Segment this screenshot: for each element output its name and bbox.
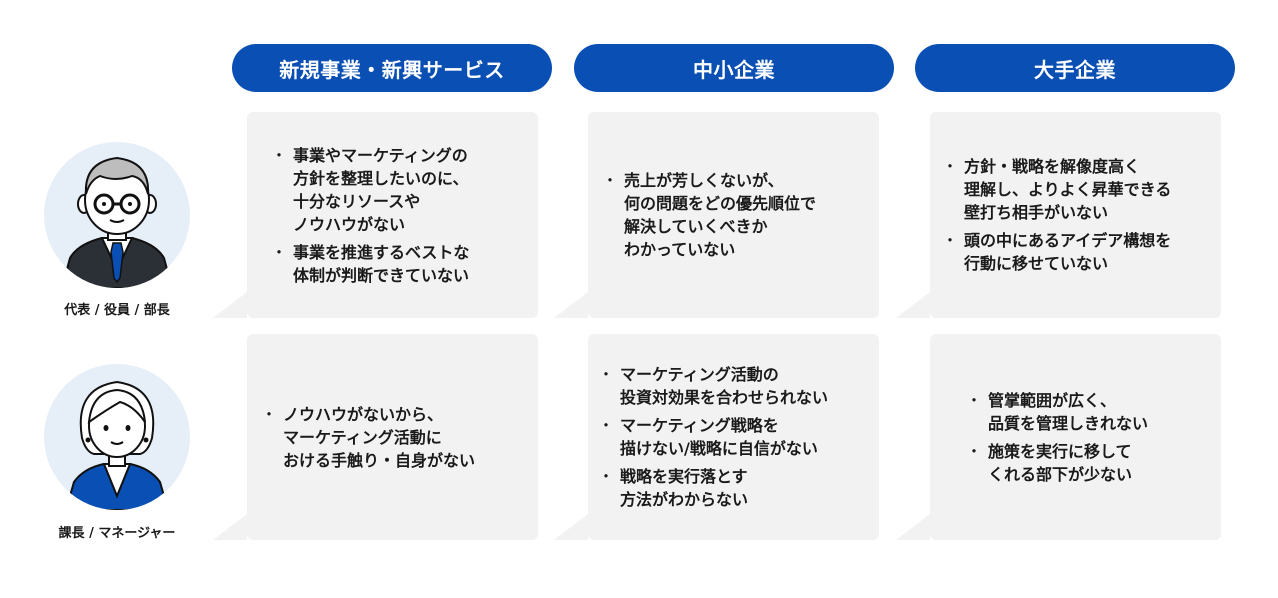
- persona-label-executive: 代表 / 役員 / 部長: [64, 303, 170, 318]
- executive-avatar-icon: [44, 142, 190, 288]
- manager-avatar-icon: [44, 364, 190, 510]
- bullet-item: 管掌範囲が広く、 品質を管理しきれない: [966, 389, 1221, 435]
- bullet-item: 事業を推進するベストな 体制が判断できていない: [271, 241, 538, 287]
- persona-label-manager: 課長 / マネージャー: [58, 526, 176, 541]
- header-new-business: 新規事業・新興サービス: [232, 44, 552, 92]
- bullet-list: 管掌範囲が広く、 品質を管理しきれない 施策を実行に移して くれる部下が少ない: [966, 384, 1221, 491]
- bullet-list: 売上が芳しくないが、 何の問題をどの優先順位で 解決していくべきか わかっていな…: [602, 164, 879, 266]
- bullet-item: 施策を実行に移して くれる部下が少ない: [966, 440, 1221, 486]
- card-executive-new-business: 事業やマーケティングの 方針を整理したいのに、 十分なリソースや ノウハウがない…: [213, 112, 538, 318]
- bullet-item: マーケティング活動の 投資対効果を合わせられない: [598, 363, 879, 409]
- bullet-list: 方針・戦略を解像度高く 理解し、よりよく昇華できる 壁打ち相手がいない 頭の中に…: [942, 150, 1221, 280]
- bullet-item: ノウハウがないから、 マーケティング活動に おける手触り・自身がない: [261, 403, 538, 472]
- bullet-item: 頭の中にあるアイデア構想を 行動に移せていない: [942, 229, 1221, 275]
- bullet-list: 事業やマーケティングの 方針を整理したいのに、 十分なリソースや ノウハウがない…: [271, 139, 538, 292]
- bullet-list: マーケティング活動の 投資対効果を合わせられない マーケティング戦略を 描けない…: [598, 358, 879, 516]
- card-executive-sme: 売上が芳しくないが、 何の問題をどの優先順位で 解決していくべきか わかっていな…: [554, 112, 879, 318]
- card-manager-sme: マーケティング活動の 投資対効果を合わせられない マーケティング戦略を 描けない…: [554, 334, 879, 540]
- bullet-item: マーケティング戦略を 描けない/戦略に自信がない: [598, 414, 879, 460]
- bullet-item: 戦略を実行落とす 方法がわからない: [598, 465, 879, 511]
- card-manager-enterprise: 管掌範囲が広く、 品質を管理しきれない 施策を実行に移して くれる部下が少ない: [896, 334, 1221, 540]
- bullet-item: 売上が芳しくないが、 何の問題をどの優先順位で 解決していくべきか わかっていな…: [602, 169, 879, 261]
- bullet-list: ノウハウがないから、 マーケティング活動に おける手触り・自身がない: [261, 398, 538, 477]
- bullet-item: 事業やマーケティングの 方針を整理したいのに、 十分なリソースや ノウハウがない: [271, 144, 538, 236]
- bullet-item: 方針・戦略を解像度高く 理解し、よりよく昇華できる 壁打ち相手がいない: [942, 155, 1221, 224]
- header-enterprise: 大手企業: [915, 44, 1235, 92]
- header-sme: 中小企業: [574, 44, 894, 92]
- card-executive-enterprise: 方針・戦略を解像度高く 理解し、よりよく昇華できる 壁打ち相手がいない 頭の中に…: [896, 112, 1221, 318]
- card-manager-new-business: ノウハウがないから、 マーケティング活動に おける手触り・自身がない: [213, 334, 538, 540]
